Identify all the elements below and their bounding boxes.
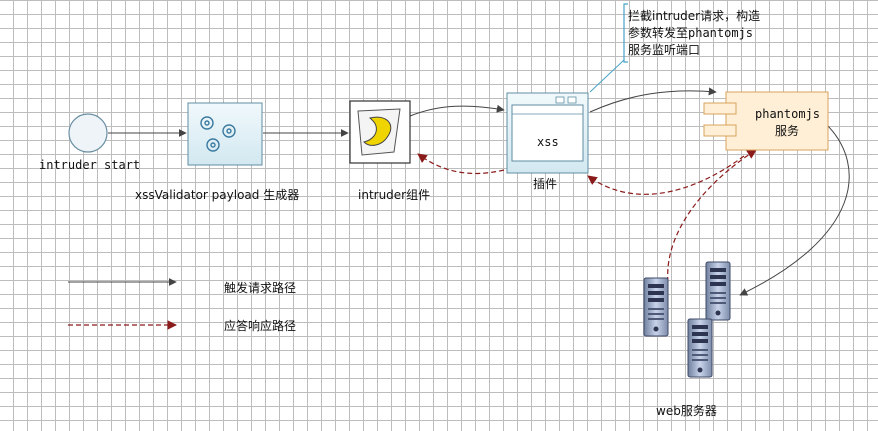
legend-request-label: 触发请求路径 bbox=[224, 280, 296, 295]
server-icon bbox=[643, 277, 669, 337]
plugin-label: 插件 bbox=[533, 177, 557, 191]
intruder-component-icon bbox=[357, 108, 401, 156]
gear-cluster-icon bbox=[200, 116, 236, 152]
edge-webserver-to-phantom-response bbox=[667, 149, 757, 283]
phantom-node bbox=[703, 91, 829, 151]
generator-node bbox=[187, 102, 263, 166]
note-connector bbox=[589, 59, 625, 93]
window-maximize-icon bbox=[567, 96, 577, 104]
note-line1: 拦截intruder请求，构造 bbox=[628, 8, 760, 23]
server-icon bbox=[705, 261, 731, 321]
web-server-group bbox=[643, 261, 731, 378]
component-port-icon bbox=[703, 102, 737, 115]
edge-plugin-to-intruder-response bbox=[417, 153, 505, 175]
intruder-label: intruder组件 bbox=[358, 188, 430, 202]
start-label: intruder start bbox=[39, 158, 140, 172]
start-node bbox=[68, 113, 108, 153]
component-port-icon bbox=[703, 124, 737, 137]
edge-phantom-to-webserver bbox=[739, 125, 850, 296]
note-bracket bbox=[623, 3, 628, 63]
edge-intruder-to-plugin bbox=[409, 104, 505, 117]
note-line2: 参数转发至phantomjs bbox=[628, 25, 753, 40]
phantom-label-line1: phantomjs bbox=[755, 107, 820, 121]
plugin-node bbox=[506, 92, 589, 174]
edge-plugin-to-phantom bbox=[589, 87, 717, 113]
legend-response-label: 应答响应路径 bbox=[224, 318, 296, 333]
intruder-node bbox=[349, 100, 411, 164]
note-line3: 服务监听端口 bbox=[628, 42, 700, 57]
window-minimize-icon bbox=[555, 96, 565, 104]
webserver-label: web服务器 bbox=[656, 403, 717, 418]
server-icon bbox=[687, 318, 713, 378]
phantom-label-line2: 服务 bbox=[775, 123, 799, 138]
edge-phantom-to-plugin-response bbox=[587, 155, 745, 195]
generator-label: xssValidator payload 生成器 bbox=[135, 188, 299, 202]
plugin-inner-text: xss bbox=[537, 135, 559, 149]
